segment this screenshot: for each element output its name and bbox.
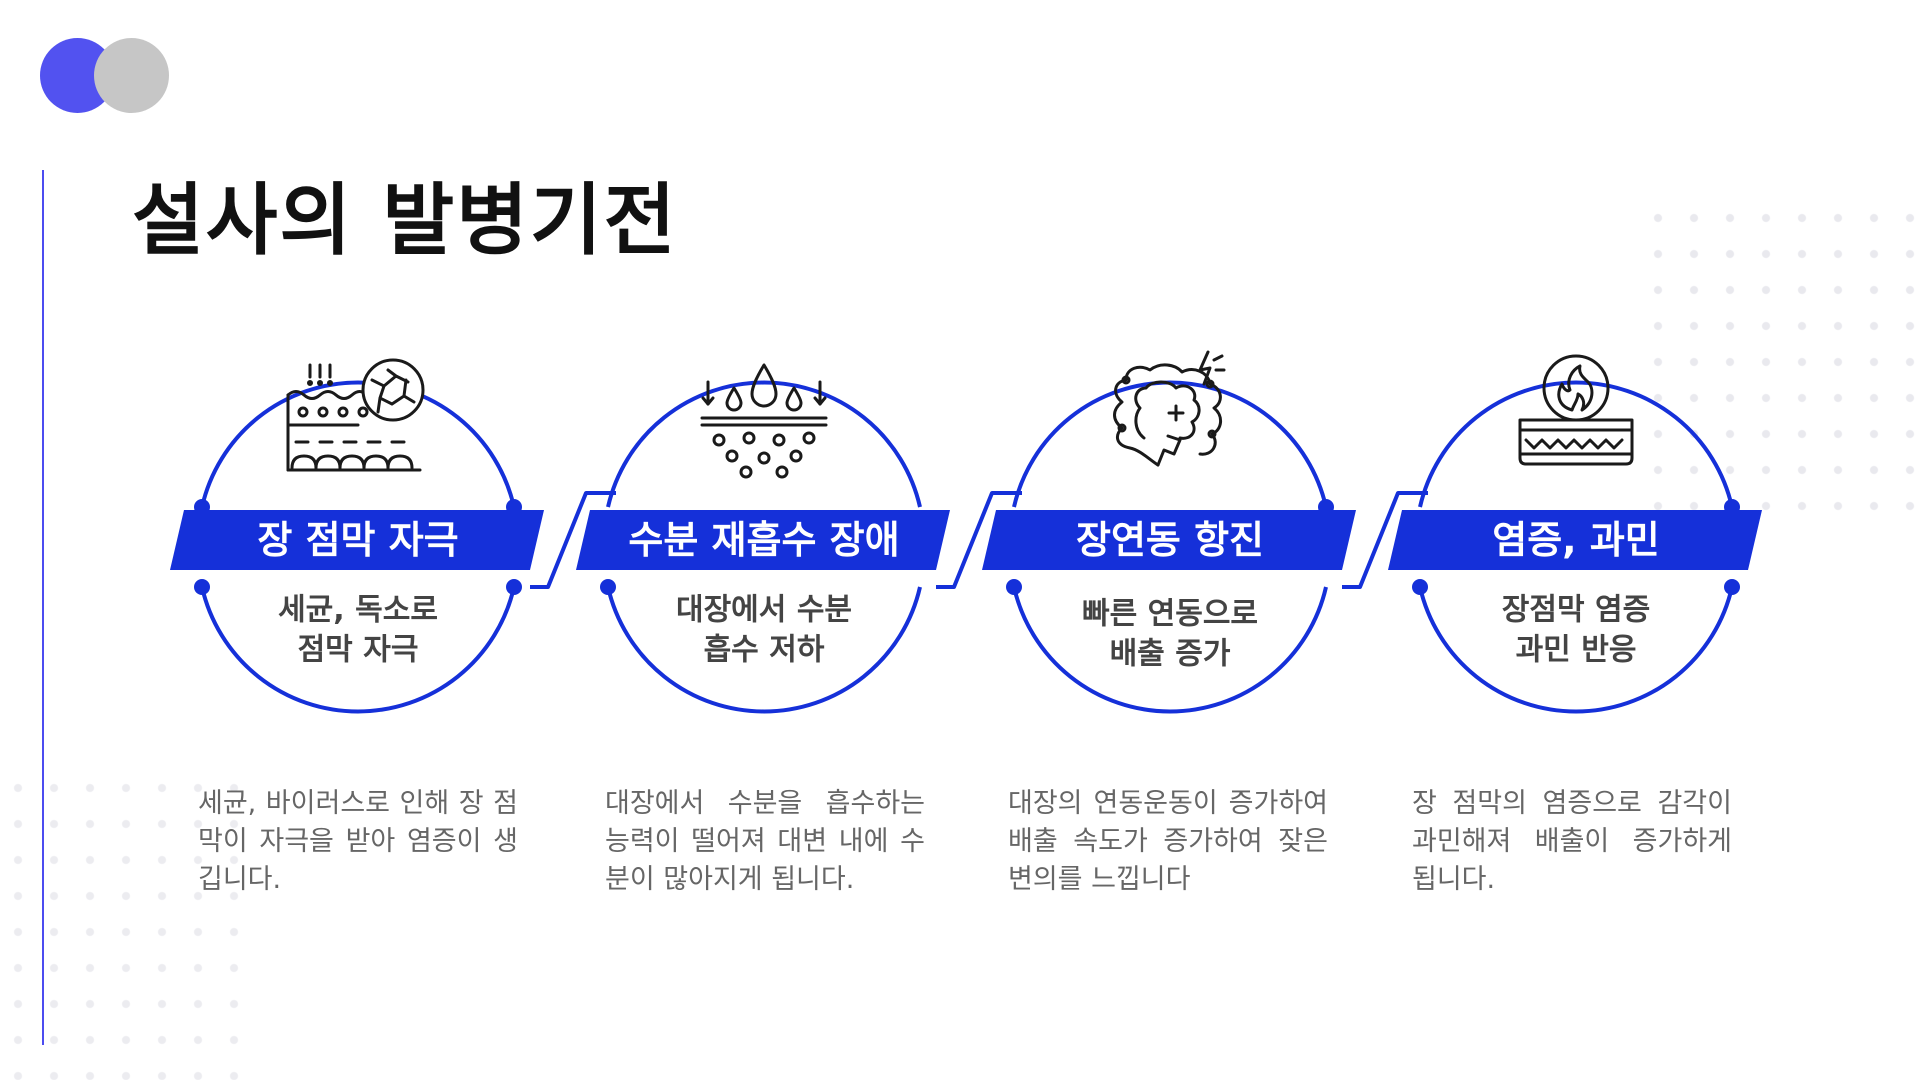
banner-connector bbox=[936, 491, 1022, 589]
step-ring bbox=[1012, 586, 1328, 714]
step-2-description: 대장에서 수분을 흡수하는 능력이 떨어져 대변 내에 수분이 많아지게 됩니다… bbox=[605, 788, 925, 895]
step-1-description: 세균, 바이러스로 인해 장 점막이 자극을 받아 염증이 생깁니다. bbox=[198, 788, 518, 895]
ring-dot bbox=[600, 579, 616, 595]
dot-pattern-left bbox=[0, 770, 260, 1080]
step-banner bbox=[1388, 510, 1762, 570]
step-label: 장연동 항진 bbox=[1076, 518, 1264, 562]
step-banner bbox=[576, 510, 950, 570]
step-banner bbox=[982, 510, 1356, 570]
page-title: 설사의 발병기전 bbox=[132, 176, 678, 266]
step-3: 장연동 항진 빠른 연동으로 배출 증가 bbox=[982, 350, 1356, 714]
inflammation-icon bbox=[1518, 354, 1634, 466]
step-label: 염증, 과민 bbox=[1492, 518, 1660, 562]
intestinal-mucosa-irritation-icon bbox=[286, 358, 425, 472]
ring-dot bbox=[1006, 579, 1022, 595]
step-connectors bbox=[530, 491, 1428, 589]
step-banner bbox=[170, 510, 544, 570]
step-ring bbox=[606, 380, 922, 508]
step-ring bbox=[606, 586, 922, 714]
step-sub-line-1: 빠른 연동으로 bbox=[1082, 597, 1258, 632]
step-3-description: 대장의 연동운동이 증가하여 배출 속도가 증가하여 잦은 변의를 느낍니다 bbox=[1008, 788, 1328, 895]
colon-icon bbox=[1113, 350, 1226, 467]
banner-connector bbox=[530, 491, 616, 589]
water-absorption-icon bbox=[700, 363, 828, 479]
decorative-circles bbox=[40, 38, 180, 114]
step-1: 장 점막 자극 세균, 독소로 점막 자극 bbox=[170, 358, 544, 714]
ring-dot bbox=[1412, 579, 1428, 595]
step-ring bbox=[200, 380, 516, 508]
ring-dot bbox=[1724, 579, 1740, 595]
gray-circle bbox=[94, 38, 169, 113]
step-sub-line-2: 점막 자극 bbox=[298, 633, 419, 668]
step-sub-line-1: 세균, 독소로 bbox=[278, 593, 438, 628]
step-ring bbox=[1012, 380, 1328, 508]
step-sub-line-2: 배출 증가 bbox=[1110, 637, 1231, 672]
step-label: 수분 재흡수 장애 bbox=[628, 518, 899, 562]
dot-pattern-right bbox=[1640, 200, 1920, 530]
step-sub-line-1: 대장에서 수분 bbox=[676, 593, 852, 628]
ring-dot bbox=[506, 579, 522, 595]
step-sub-line-2: 과민 반응 bbox=[1516, 633, 1637, 668]
vertical-accent-line bbox=[42, 170, 44, 1045]
step-ring bbox=[200, 586, 516, 714]
step-sub-line-1: 장점막 염증 bbox=[1502, 593, 1650, 628]
step-label: 장 점막 자극 bbox=[257, 518, 458, 562]
step-4: 염증, 과민 장점막 염증 과민 반응 bbox=[1388, 354, 1762, 714]
banner-connector bbox=[1342, 491, 1428, 589]
step-4-description: 장 점막의 염증으로 감각이 과민해져 배출이 증가하게 됩니다. bbox=[1412, 788, 1732, 895]
step-ring bbox=[1418, 586, 1734, 714]
step-ring bbox=[1418, 380, 1734, 508]
ring-dot bbox=[194, 579, 210, 595]
step-sub-line-2: 흡수 저하 bbox=[704, 633, 825, 668]
step-2: 수분 재흡수 장애 대장에서 수분 흡수 저하 bbox=[576, 363, 950, 714]
